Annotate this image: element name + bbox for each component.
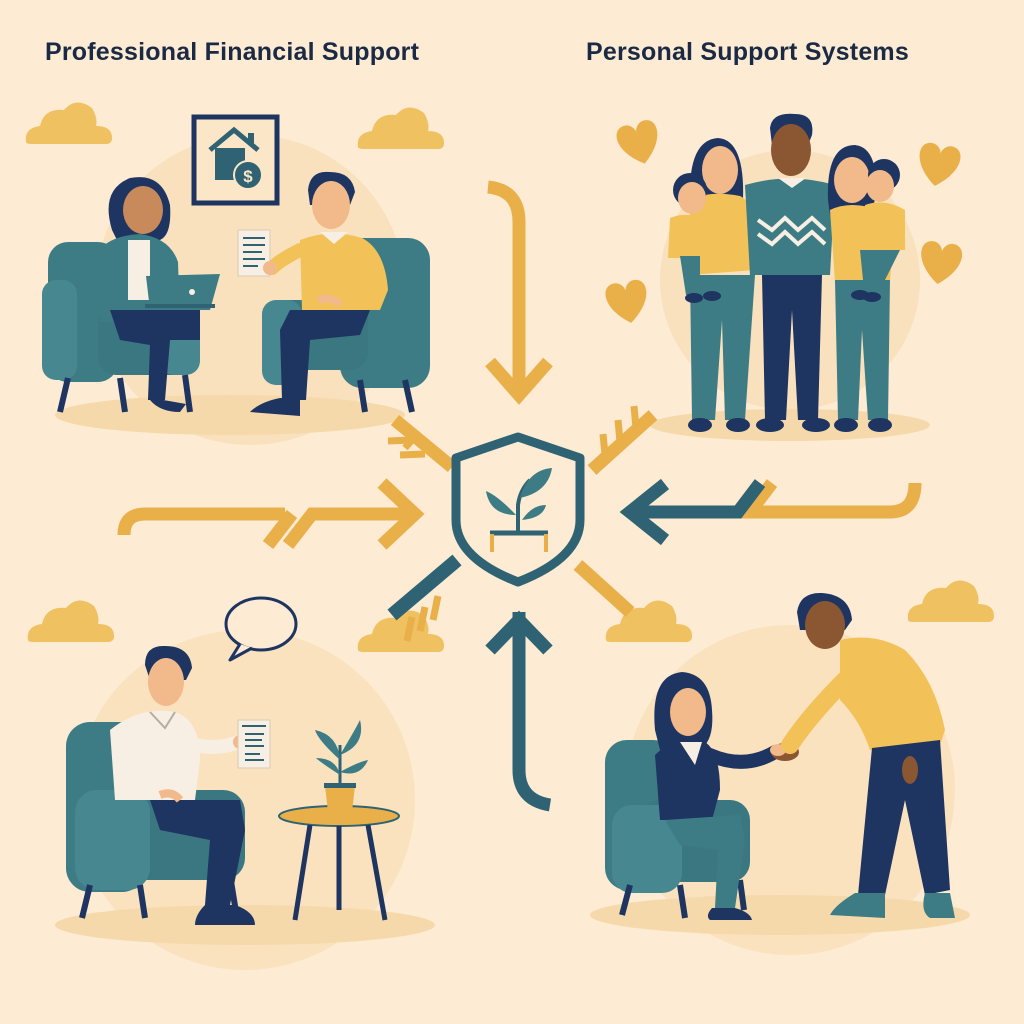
scene-helping-hand	[605, 592, 955, 920]
arrows	[117, 180, 922, 812]
person-man-standing	[781, 592, 955, 918]
arrow-right-icon	[117, 478, 425, 550]
heart-icon	[603, 278, 652, 327]
potted-plant-icon	[315, 720, 368, 812]
heart-icon	[914, 141, 963, 190]
arrow-diagonal-top-right-icon	[587, 405, 658, 475]
cloud-icon	[25, 102, 112, 144]
svg-text:$: $	[243, 167, 253, 186]
arrow-left-icon	[619, 478, 922, 546]
cloud-icon	[907, 580, 994, 622]
heading-professional-financial-support: Professional Financial Support	[45, 38, 420, 66]
person-client	[250, 171, 388, 416]
arrow-diagonal-top-left-icon	[387, 414, 457, 473]
person-man-seated	[110, 645, 255, 925]
document-icon	[237, 719, 271, 769]
scene-self-reflection	[66, 596, 400, 925]
side-table	[278, 805, 400, 921]
person-child-right	[851, 159, 905, 302]
heading-personal-support-systems: Personal Support Systems	[586, 38, 909, 66]
heart-icon	[917, 239, 964, 287]
cloud-icon	[357, 107, 444, 149]
person-child-left	[668, 173, 721, 303]
shield-with-sprout-icon	[451, 432, 585, 587]
arrow-up-icon	[485, 610, 553, 812]
scene-advisor-meeting: $	[42, 114, 430, 416]
house-dollar-icon: $	[191, 114, 280, 206]
heart-icon	[614, 117, 665, 169]
person-woman-seated	[654, 672, 782, 920]
cloud-icon	[27, 600, 114, 642]
scene-family	[668, 113, 905, 432]
arrow-diagonal-bottom-left-icon	[387, 554, 462, 642]
person-advisor	[100, 177, 220, 412]
arrow-diagonal-bottom-right-icon	[573, 560, 635, 617]
arrow-down-icon	[485, 180, 553, 405]
person-father-center	[745, 113, 835, 432]
speech-bubble-icon	[224, 596, 298, 662]
